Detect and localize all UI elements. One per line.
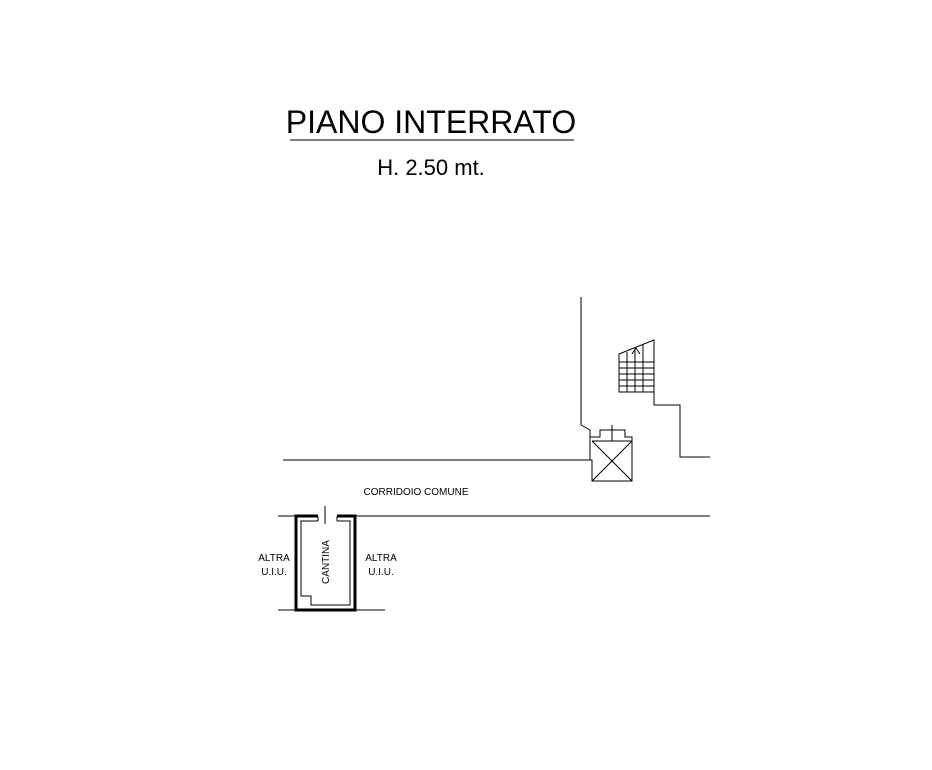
cellar-label: CANTINA (321, 540, 332, 584)
adjacent-unit-right-line1: ALTRA (365, 553, 397, 564)
adjacent-unit-right-line2: U.I.U. (368, 567, 394, 578)
staircase (618, 339, 655, 393)
corridor-label: CORRIDOIO COMUNE (364, 487, 469, 498)
outer-wall-line (580, 297, 591, 437)
adjacent-unit-left-line1: ALTRA (258, 553, 290, 564)
shaft-box (589, 425, 633, 482)
shaft-outline (589, 429, 633, 482)
outer-step-outline (653, 340, 710, 458)
adjacent-unit-right: ALTRA U.I.U. (365, 553, 397, 578)
title-block: PIANO INTERRATO H. 2.50 mt. (286, 104, 576, 180)
staircase-outline (618, 339, 655, 393)
adjacent-unit-left: ALTRA U.I.U. (258, 553, 290, 578)
plan-height-label: H. 2.50 mt. (377, 155, 485, 180)
cellar-room: CANTINA (278, 506, 385, 612)
adjacent-unit-left-line2: U.I.U. (261, 567, 287, 578)
cellar-inner-wall (300, 520, 351, 606)
stair-direction-arrow (631, 347, 641, 355)
shaft-cross-line (591, 440, 633, 482)
cellar-outer-wall (294, 514, 357, 612)
corridor-walls (278, 459, 710, 517)
plan-title: PIANO INTERRATO (286, 104, 576, 140)
